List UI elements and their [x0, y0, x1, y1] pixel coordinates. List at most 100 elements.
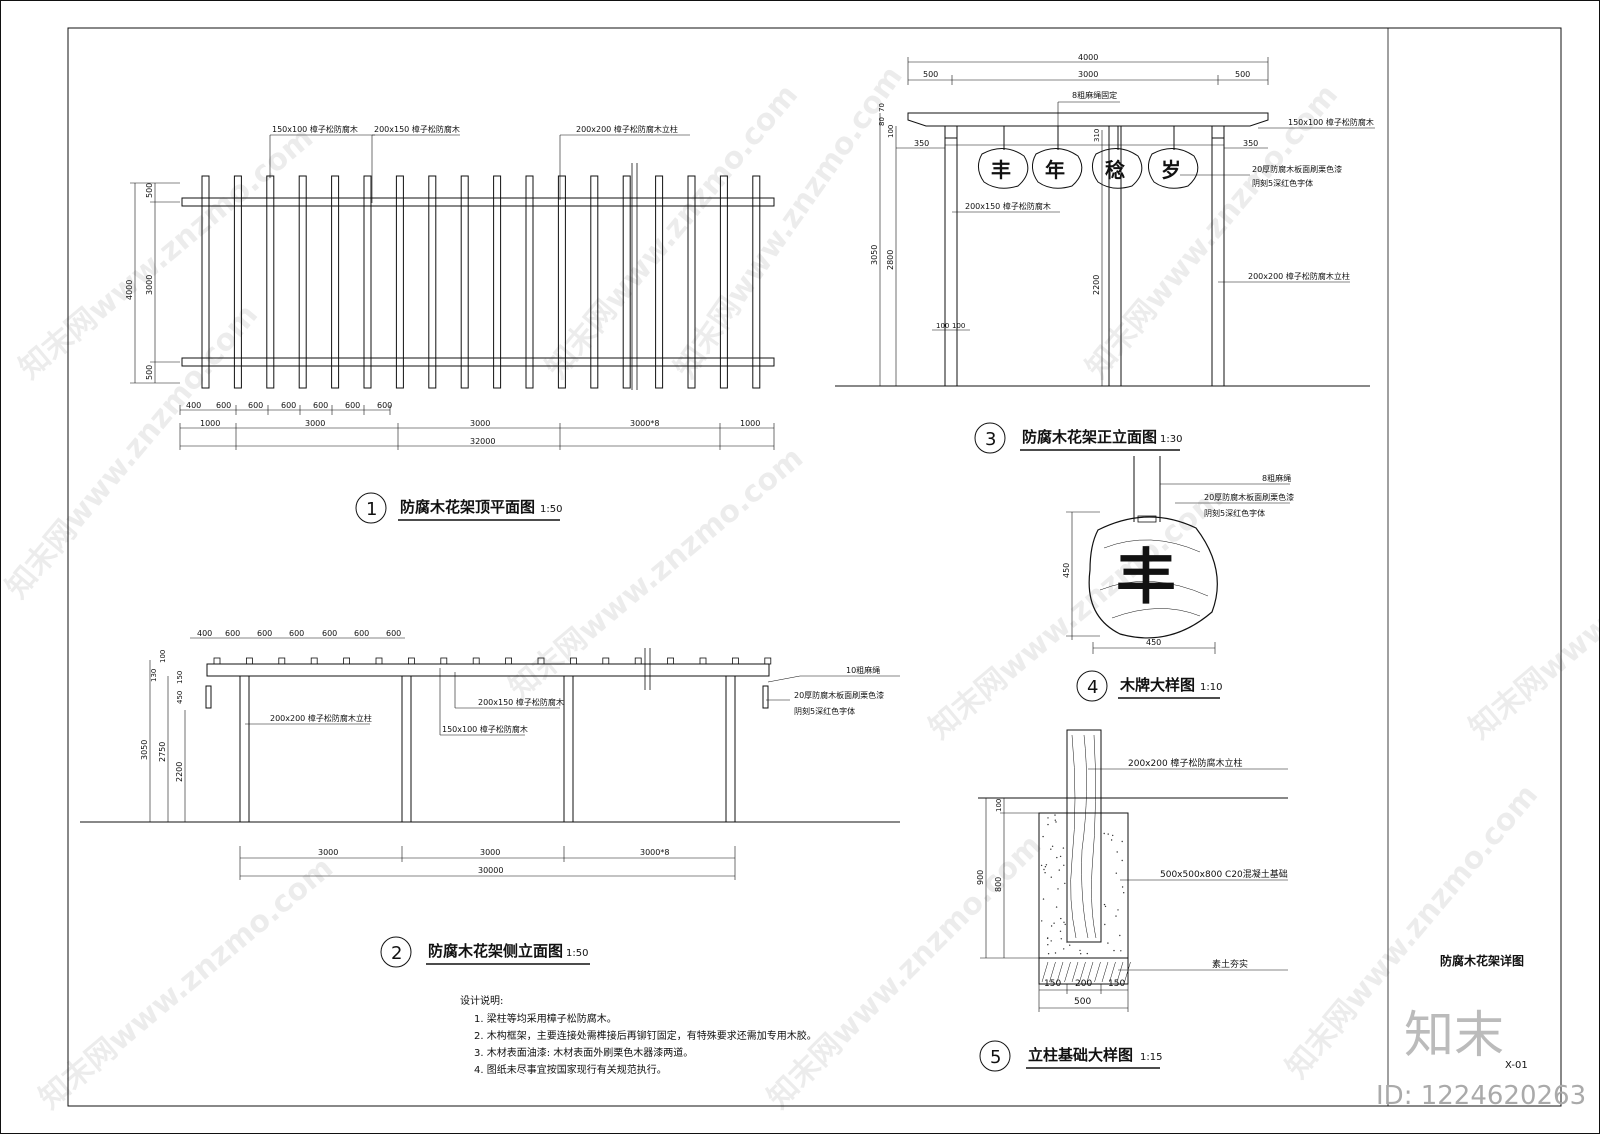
svg-text:5: 5 [990, 1047, 1001, 1068]
side-rafter-end [634, 657, 642, 665]
sign-char-2: 年 [1045, 158, 1065, 182]
plan-rafter [298, 175, 307, 389]
side-rafter-end [472, 657, 480, 665]
plan-rafter [752, 175, 761, 389]
svg-text:80: 80 [878, 117, 886, 126]
plan-dim-500a: 500 [145, 183, 154, 198]
plan-label-rafter: 150x100 樟子松防腐木 [272, 124, 358, 134]
front-label-rope: 8粗麻绳固定 [1072, 90, 1117, 100]
side-rafter-end [570, 657, 577, 665]
svg-text:1000: 1000 [740, 419, 760, 428]
side-title: 防腐木花架侧立面图 [428, 942, 563, 960]
svg-text:130: 130 [150, 669, 158, 682]
plan-rafter [266, 175, 275, 389]
side-label-board: 20厚防腐木板面刷栗色漆 [794, 690, 884, 700]
sign-char-4: 岁 [1161, 158, 1181, 182]
plan-rafter [622, 175, 631, 389]
svg-text:100: 100 [159, 650, 167, 663]
side-rafter-end [505, 657, 513, 665]
side-label-rope: 10粗麻绳 [846, 665, 880, 675]
plan-dims-row1: 400 600 600 600 600 600 600 [186, 401, 392, 410]
plan-dim-500b: 500 [145, 365, 154, 380]
side-rafter-end [407, 657, 415, 665]
footing-detail: 200x200 樟子松防腐木立柱 500x500x800 C20混凝土基础 素土… [976, 729, 1288, 1072]
svg-text:3000*8: 3000*8 [640, 848, 669, 857]
front-dim-100b: 100 [952, 322, 965, 330]
front-dim-350-left: 350 [914, 139, 929, 148]
side-rafter-end [310, 657, 318, 665]
front-dim-2200: 2200 [1092, 275, 1101, 295]
front-signs: 丰 年 稔 岁 [978, 126, 1199, 189]
plan-dim-3000: 3000 [145, 275, 154, 295]
side-label-rafter: 150x100 樟子松防腐木 [442, 724, 528, 734]
plan-rafter [233, 175, 242, 389]
svg-text:600: 600 [313, 401, 328, 410]
svg-text:150: 150 [1044, 979, 1061, 989]
svg-text:3000: 3000 [470, 419, 490, 428]
plan-view: 150x100 樟子松防腐木 200x150 樟子松防腐木 200x200 樟子… [125, 124, 775, 524]
footing-label-post: 200x200 樟子松防腐木立柱 [1128, 757, 1243, 769]
svg-text:400: 400 [197, 629, 212, 638]
plan-rafter [460, 175, 469, 389]
side-rafter-end [537, 657, 545, 665]
footing-dim-100: 100 [995, 799, 1003, 812]
side-rafter-end [213, 657, 221, 665]
sign-detail: 丰 8粗麻绳 20厚防腐木板面刷栗色漆 阴刻5深红色字体 450 450 4 木… [1062, 456, 1294, 702]
side-rafter-end [699, 657, 707, 665]
plan-title: 防腐木花架顶平面图 [400, 498, 535, 516]
sign-label-rope: 8粗麻绳 [1262, 473, 1291, 483]
plan-rafter [525, 175, 534, 389]
svg-text:3000: 3000 [1078, 70, 1098, 79]
svg-text:600: 600 [354, 629, 369, 638]
plan-dim-4000: 4000 [125, 280, 134, 300]
plan-rafter [428, 175, 437, 389]
side-dim-total: 30000 [478, 866, 503, 875]
svg-text:600: 600 [257, 629, 272, 638]
svg-text:400: 400 [186, 401, 201, 410]
svg-text:3000: 3000 [305, 419, 325, 428]
watermarks: 知末网www.znzmo.com 知末网www.znzmo.com 知末网www… [0, 60, 1600, 1116]
svg-text:1:10: 1:10 [1200, 682, 1222, 693]
svg-text:70: 70 [878, 103, 886, 112]
front-dims-top: 500 3000 500 [923, 70, 1250, 79]
svg-text:600: 600 [281, 401, 296, 410]
footing-dims-bottom: 150 200 150 [1044, 979, 1125, 989]
drawing-frame [67, 27, 1562, 1107]
svg-text:3000: 3000 [318, 848, 338, 857]
svg-text:知末网www.znzmo.com: 知末网www.znzmo.com [503, 440, 810, 706]
svg-text:1:50: 1:50 [540, 504, 562, 515]
plan-rafter [363, 175, 372, 389]
side-dims-top: 400 600 600 600 600 600 600 [197, 629, 401, 638]
footing-label-concrete: 500x500x800 C20混凝土基础 [1160, 868, 1288, 880]
svg-text:1000: 1000 [200, 419, 220, 428]
front-dim-350-right: 350 [1243, 139, 1258, 148]
notes-item-2: 2. 木构框架，主要连接处需榫接后再铆钉固定，有特殊要求还需加专用木胶。 [474, 1029, 817, 1042]
notes-item-3: 3. 木材表面油漆: 木材表面外刷栗色木器漆两道。 [474, 1046, 693, 1059]
svg-text:3000*8: 3000*8 [630, 419, 659, 428]
side-rafter-end [602, 657, 610, 665]
side-elevation: 400 600 600 600 600 600 600 3050 2750 22… [80, 629, 900, 968]
svg-text:500: 500 [923, 70, 938, 79]
footing-label-soil: 素土夯实 [1212, 958, 1248, 970]
plan-dim-total: 32000 [470, 437, 495, 446]
svg-text:600: 600 [216, 401, 231, 410]
plan-rafter [590, 175, 599, 389]
sign-char-3: 稔 [1105, 158, 1125, 182]
svg-text:2: 2 [391, 943, 402, 964]
brand-logo: 知末 [1404, 1006, 1504, 1064]
svg-text:100: 100 [887, 125, 895, 138]
side-dims-bottom: 3000 3000 3000*8 [318, 848, 669, 857]
side-label-carve: 阴刻5深红色字体 [794, 706, 855, 716]
plan-dims-row2: 1000 3000 3000 3000*8 1000 [200, 419, 760, 428]
svg-text:1:30: 1:30 [1160, 434, 1182, 445]
svg-text:600: 600 [289, 629, 304, 638]
svg-text:600: 600 [225, 629, 240, 638]
side-rafter-end [278, 657, 286, 665]
footing-dim-900: 900 [976, 870, 985, 885]
svg-text:600: 600 [248, 401, 263, 410]
footing-dim-800: 800 [994, 877, 1003, 892]
plan-rafter [655, 175, 664, 389]
svg-text:150: 150 [1108, 979, 1125, 989]
svg-text:1:50: 1:50 [566, 948, 588, 959]
